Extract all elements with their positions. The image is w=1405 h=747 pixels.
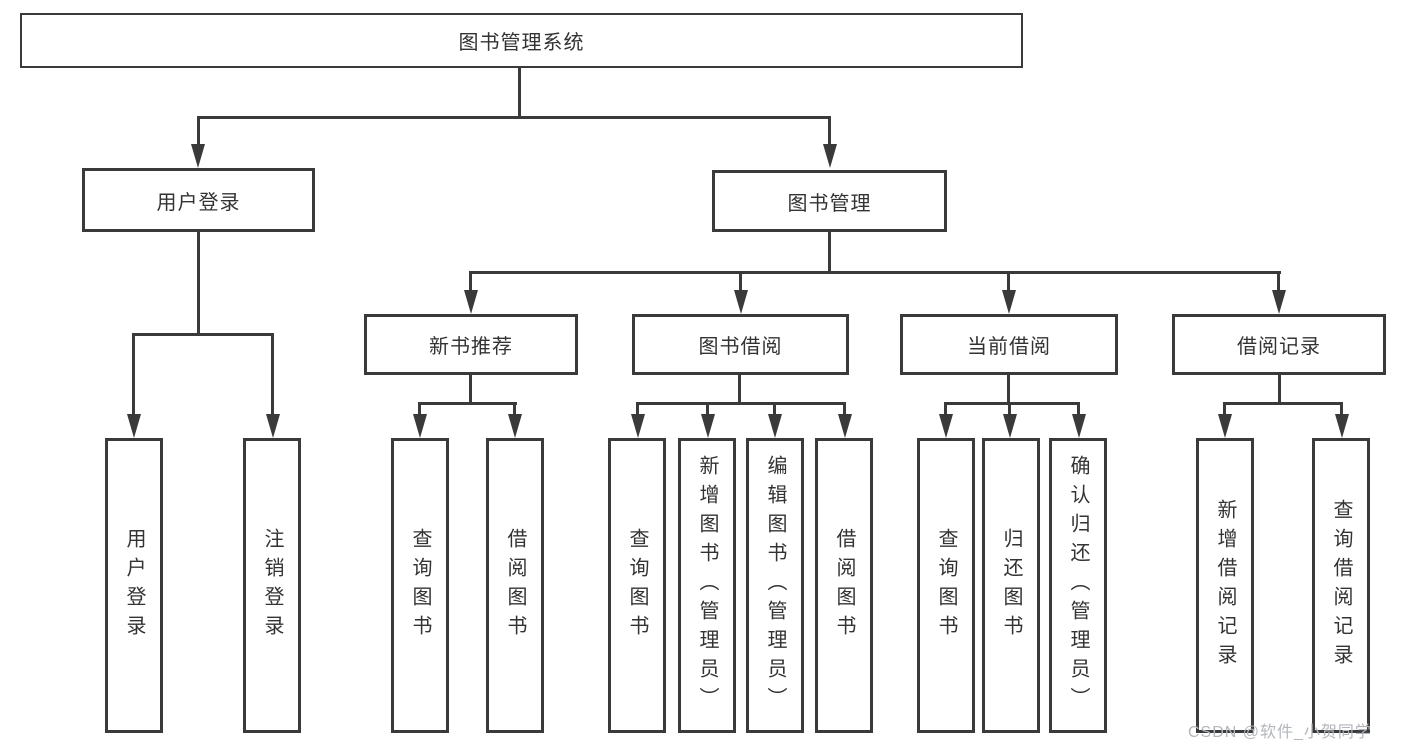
node-label: 查询借阅记录 [1330,498,1352,673]
arrowhead-down-icon [508,414,522,438]
leaf-query-books-recommend: 查询图书 [391,438,449,733]
arrowhead-down-icon [838,414,852,438]
leaf-return-book: 归还图书 [982,438,1040,733]
connector-drop [843,402,846,416]
arrowhead-down-icon [823,144,837,168]
node-label: 新书推荐 [429,336,513,358]
arrowhead-down-icon [701,414,715,438]
leaf-borrow-books: 借阅图书 [815,438,873,733]
arrowhead-down-icon [413,414,427,438]
connector-book-management-bar [469,271,1281,274]
node-new-book-recommend: 新书推荐 [364,314,578,375]
node-label: 查询图书 [409,527,431,644]
connector-root-stem [518,68,521,118]
leaf-confirm-return-admin: 确认归还（管理员） [1049,438,1107,733]
connector-borrow-records-bar [1223,402,1343,405]
connector-drop-borrow-records [1277,271,1280,292]
arrowhead-down-icon [1218,414,1232,438]
connector-drop [513,402,516,416]
leaf-add-book-admin: 新增图书（管理员） [678,438,736,733]
node-book-management: 图书管理 [712,170,947,232]
arrowhead-down-icon [768,414,782,438]
node-label: 图书借阅 [698,336,783,358]
leaf-query-borrow-record: 查询借阅记录 [1312,438,1370,733]
connector-current-borrow-bar [944,402,1080,405]
connector-book-borrow-stem [738,375,741,405]
connector-drop [636,402,639,416]
connector-drop [418,402,421,416]
node-label: 查询图书 [626,527,648,644]
connector-borrow-records-stem [1278,375,1281,405]
arrowhead-down-icon [464,290,478,314]
connector-drop [773,402,776,416]
leaf-borrow-books-recommend: 借阅图书 [486,438,544,733]
leaf-query-books-borrow: 查询图书 [608,438,666,733]
arrowhead-down-icon [1072,414,1086,438]
arrowhead-down-icon [631,414,645,438]
leaf-edit-book-admin: 编辑图书（管理员） [746,438,804,733]
node-label: 图书管理 [787,192,872,215]
node-label: 查询图书 [935,527,957,644]
arrowhead-down-icon [939,414,953,438]
leaf-user-login: 用户登录 [105,438,163,733]
connector-user-login-bar [132,333,274,336]
connector-drop-book-borrow [739,271,742,292]
node-library-management-system: 图书管理系统 [20,13,1023,68]
connector-new-book-recommend-stem [469,375,472,405]
node-label: 用户登录 [156,191,241,214]
connector-drop-leaf-logout [271,333,274,416]
leaf-add-borrow-record: 新增借阅记录 [1196,438,1254,733]
arrowhead-down-icon [266,414,280,438]
node-label: 借阅图书 [833,527,855,644]
leaf-query-books-current: 查询图书 [917,438,975,733]
node-label: 用户登录 [123,527,145,644]
arrowhead-down-icon [1335,414,1349,438]
connector-drop [1340,402,1343,416]
node-label: 借阅图书 [504,527,526,644]
arrowhead-down-icon [1272,290,1286,314]
connector-root-bar [197,116,831,119]
node-label: 新增借阅记录 [1214,498,1236,673]
node-book-borrow: 图书借阅 [632,314,849,375]
node-label: 当前借阅 [967,336,1051,358]
connector-drop-current-borrow [1007,271,1010,292]
connector-drop [1008,402,1011,416]
connector-drop-new-book-recommend [469,271,472,292]
node-borrow-records: 借阅记录 [1172,314,1386,375]
connector-current-borrow-stem [1007,375,1010,405]
arrowhead-down-icon [127,414,141,438]
arrowhead-down-icon [1003,414,1017,438]
arrowhead-down-icon [734,290,748,314]
leaf-logout: 注销登录 [243,438,301,733]
node-label: 注销登录 [261,527,283,644]
connector-drop-book-management [828,116,831,146]
node-label: 确认归还（管理员） [1067,455,1089,716]
arrowhead-down-icon [1002,290,1016,314]
node-label: 编辑图书（管理员） [764,455,786,716]
connector-drop-leaf-user-login [132,333,135,416]
connector-drop [944,402,947,416]
node-label: 图书管理系统 [458,32,585,54]
connector-drop [706,402,709,416]
connector-drop [1077,402,1080,416]
node-label: 归还图书 [1000,527,1022,644]
node-label: 新增图书（管理员） [696,455,718,716]
arrowhead-down-icon [191,144,205,168]
connector-drop-user-login [197,116,200,146]
node-user-login: 用户登录 [82,168,315,232]
connector-book-management-stem [828,232,831,274]
connector-user-login-stem [197,232,200,336]
watermark: CSDN @软件_小贺同学 [1188,724,1372,741]
connector-book-borrow-bar [636,402,846,405]
connector-drop [1223,402,1226,416]
node-current-borrow: 当前借阅 [900,314,1118,375]
node-label: 借阅记录 [1237,336,1321,358]
connector-new-book-recommend-bar [418,402,517,405]
